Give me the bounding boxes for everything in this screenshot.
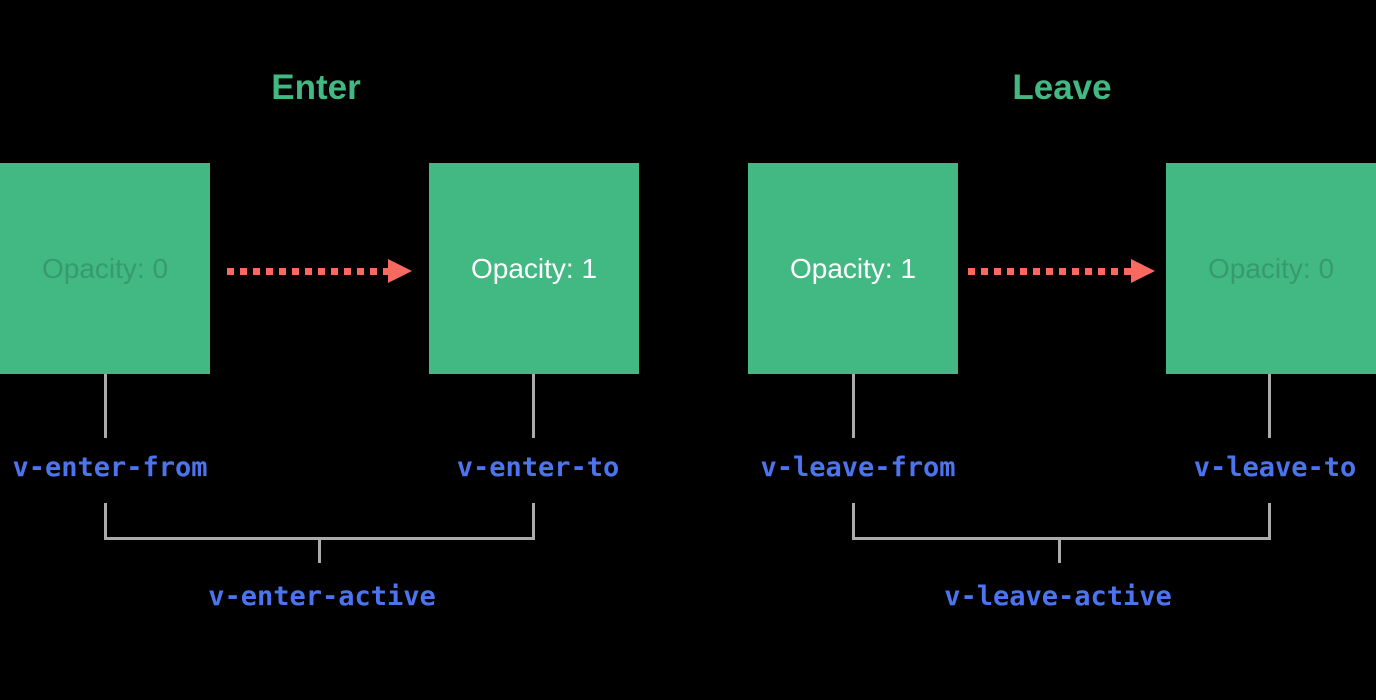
leave-transition-arrow	[968, 259, 1155, 283]
leave-from-box-opacity-label: Opacity: 1	[789, 252, 917, 284]
leave-bracket-right	[1268, 503, 1271, 540]
arrow-head-icon	[1131, 259, 1155, 283]
leave-bracket-stub	[1058, 540, 1061, 563]
enter-from-class-label: v-enter-from	[12, 452, 208, 483]
leave-bracket-left	[852, 503, 855, 540]
enter-to-box: Opacity: 1	[429, 163, 639, 374]
leave-from-drop-line	[852, 374, 855, 438]
leave-to-class-label: v-leave-to	[1193, 452, 1357, 483]
enter-from-box: Opacity: 0	[0, 163, 210, 374]
enter-from-box-opacity-label: Opacity: 0	[41, 252, 169, 284]
enter-bracket-stub	[318, 540, 321, 563]
arrow-dashes	[968, 267, 1131, 275]
enter-active-class-label: v-enter-active	[208, 581, 436, 612]
enter-transition-arrow	[227, 259, 412, 283]
leave-from-class-label: v-leave-from	[760, 452, 956, 483]
enter-bracket-left	[104, 503, 107, 540]
leave-active-class-label: v-leave-active	[944, 581, 1172, 612]
leave-to-drop-line	[1268, 374, 1271, 438]
enter-to-box-opacity-label: Opacity: 1	[470, 252, 598, 284]
enter-to-class-label: v-enter-to	[456, 452, 620, 483]
leave-to-box-opacity-label: Opacity: 0	[1207, 252, 1335, 284]
enter-from-drop-line	[104, 374, 107, 438]
arrow-dashes	[227, 267, 388, 275]
enter-bracket-bar	[104, 537, 535, 540]
leave-heading: Leave	[1012, 68, 1112, 107]
enter-bracket-right	[532, 503, 535, 540]
leave-bracket-bar	[852, 537, 1271, 540]
enter-to-drop-line	[532, 374, 535, 438]
leave-to-box: Opacity: 0	[1166, 163, 1376, 374]
enter-heading: Enter	[271, 68, 361, 107]
arrow-head-icon	[388, 259, 412, 283]
leave-from-box: Opacity: 1	[748, 163, 958, 374]
